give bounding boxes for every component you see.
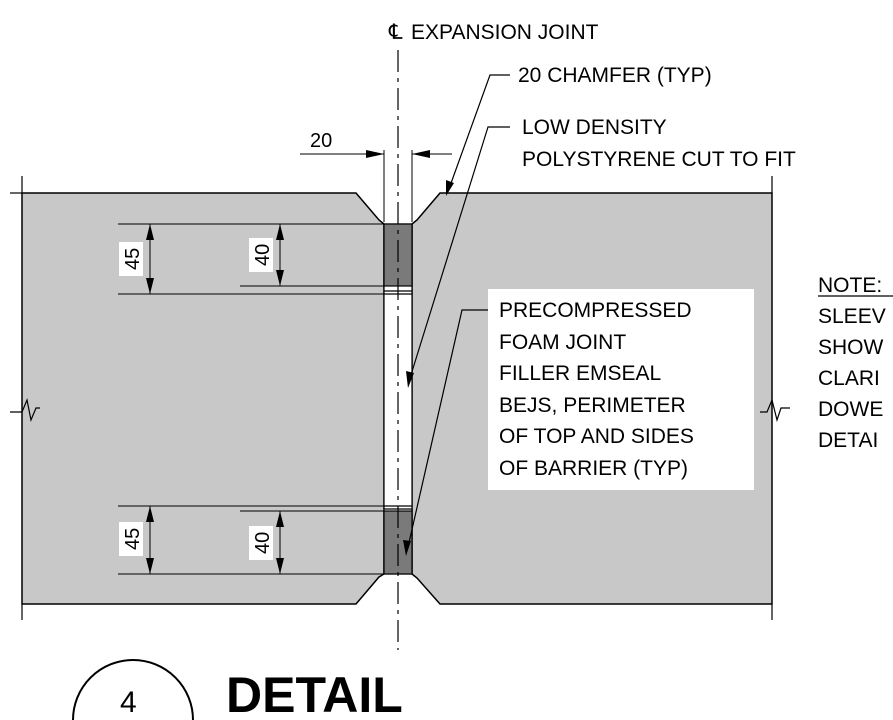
chamfer-leader (449, 74, 510, 187)
note-heading: NOTE: (818, 274, 882, 297)
dim-top-inner: 40 (252, 244, 274, 266)
note-line-1: SLEEV (818, 305, 886, 328)
dim-bottom-outer: 45 (122, 528, 144, 550)
dim-20-arrow-left (366, 150, 384, 158)
note-line-4: DOWE (818, 398, 883, 421)
note-line-3: CLARI (818, 367, 880, 390)
dim-top-40-arrow-up (276, 224, 284, 240)
note-line-5: DETAI (818, 429, 878, 452)
polystyrene-label-line2: POLYSTYRENE CUT TO FIT (522, 148, 796, 171)
foam-label-line6: OF BARRIER (TYP) (499, 457, 688, 480)
expansion-joint-label: EXPANSION JOINT (411, 21, 599, 44)
dim-bottom-45-arrow-down (146, 558, 154, 574)
detail-number-circle (72, 659, 194, 720)
detail-title: DETAIL (226, 667, 403, 720)
dim-top-outer: 45 (122, 248, 144, 270)
polystyrene-leader (409, 126, 510, 379)
dim-20-arrow-right (412, 150, 430, 158)
foam-label-line5: OF TOP AND SIDES (499, 425, 694, 448)
foam-label-line4: BEJS, PERIMETER (499, 394, 686, 417)
dim-bottom-45-arrow-up (146, 506, 154, 522)
dim-bottom-40-arrow-down (276, 558, 284, 574)
note-line-2: SHOW (818, 336, 884, 359)
detail-number: 4 (120, 686, 137, 719)
dim-top-40-arrow-down (276, 270, 284, 286)
left-break-line (10, 397, 40, 423)
dim-bottom-40-label-bg (249, 526, 273, 560)
dim-top-45-arrow-up (146, 224, 154, 240)
dim-bottom-inner: 40 (252, 532, 274, 554)
dim-top-45-label-bg (119, 242, 143, 276)
polystyrene-leader-arrowhead (406, 371, 414, 388)
polystyrene-label-line1: LOW DENSITY (522, 116, 667, 139)
foam-label-line2: FOAM JOINT (499, 331, 626, 354)
right-break-line (760, 398, 790, 423)
chamfer-label: 20 CHAMFER (TYP) (518, 64, 712, 87)
dim-joint-width: 20 (310, 130, 332, 152)
foam-leader (407, 309, 488, 548)
chamfer-leader-arrowhead (446, 180, 454, 196)
foam-leader-arrowhead (403, 540, 411, 556)
foam-label-box (488, 289, 754, 490)
dim-top-40-label-bg (249, 238, 273, 272)
dim-top-45-arrow-down (146, 278, 154, 294)
dim-bottom-45-label-bg (119, 522, 143, 556)
left-barrier-section (21, 192, 385, 605)
foam-label-line1: PRECOMPRESSED (499, 299, 692, 322)
centerline-symbol: ℄ (388, 21, 403, 44)
dim-bottom-40-arrow-up (276, 511, 284, 527)
foam-label-line3: FILLER EMSEAL (499, 362, 661, 385)
